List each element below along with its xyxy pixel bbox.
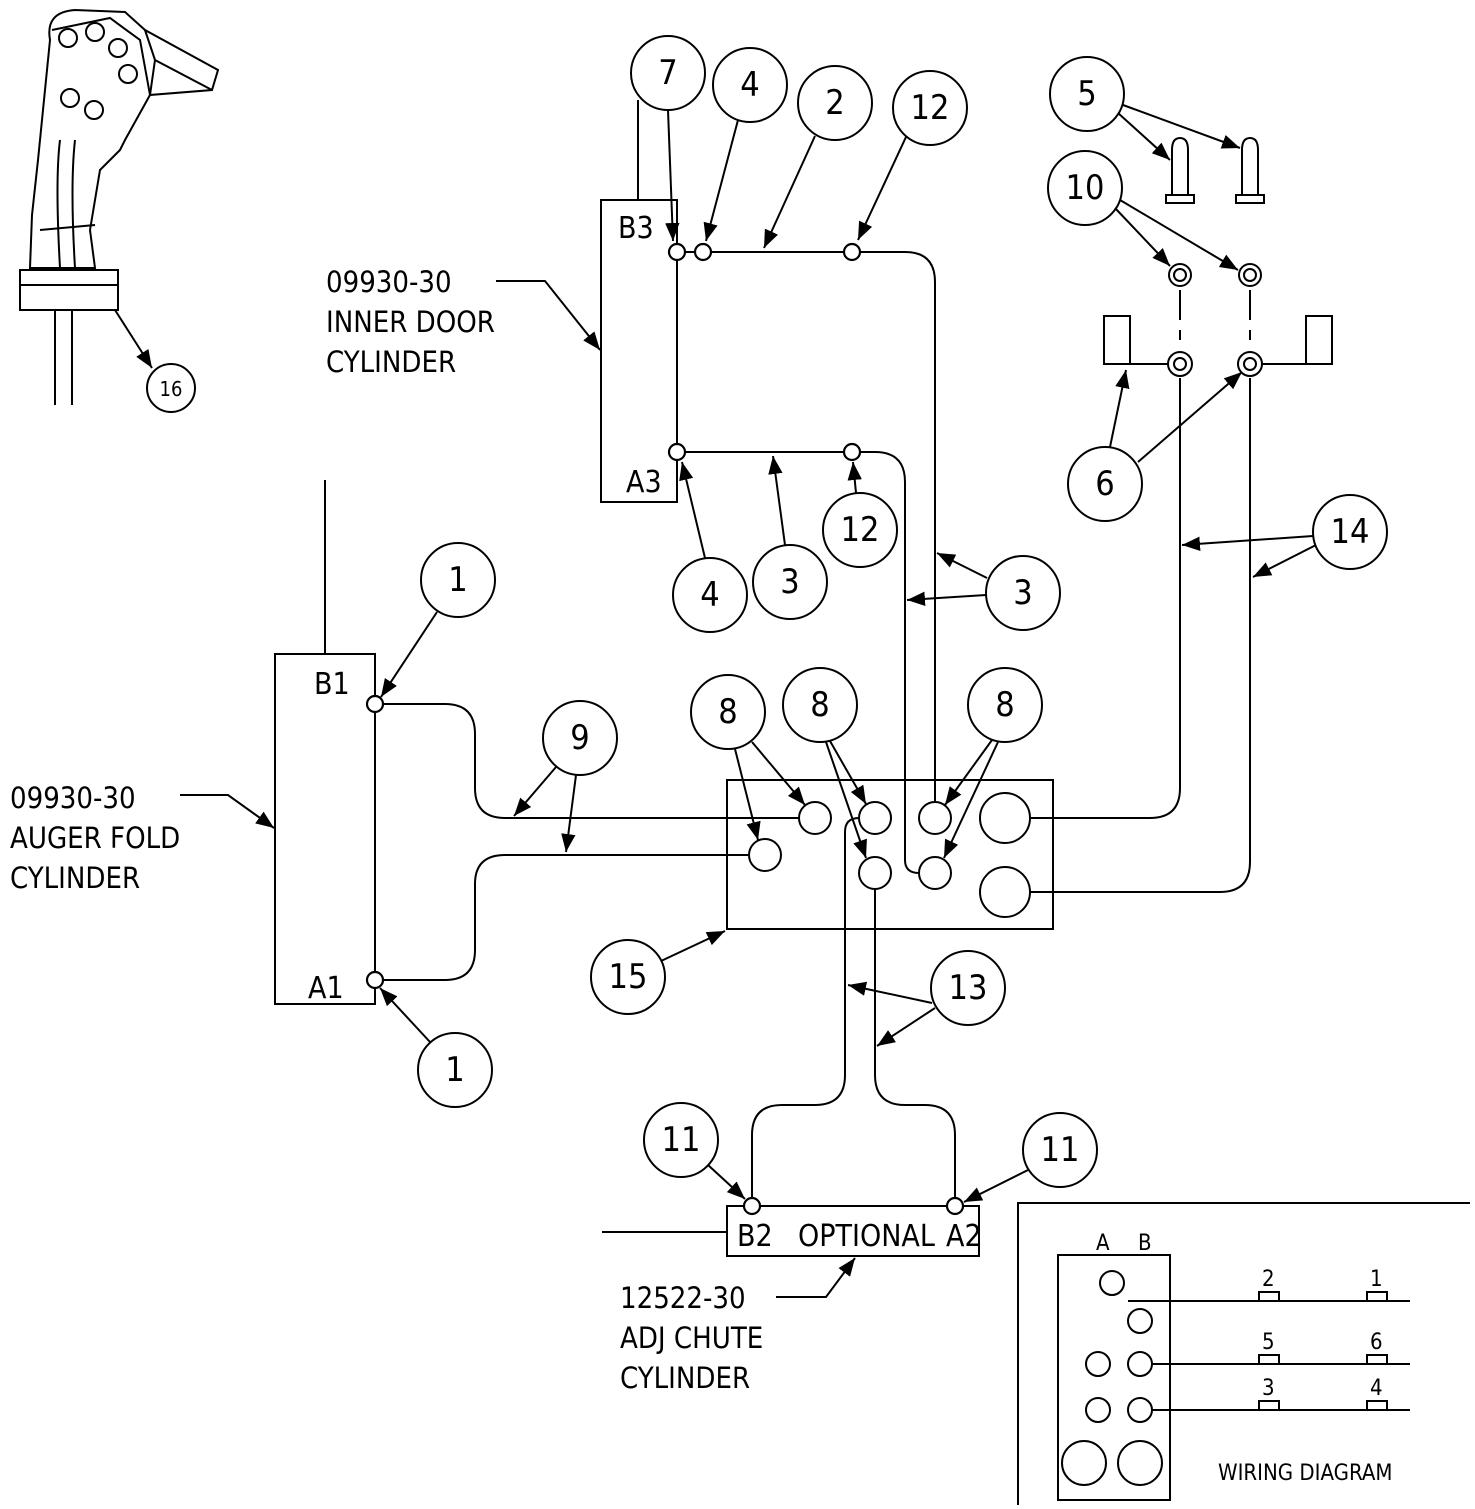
svg-text:16: 16	[160, 377, 183, 401]
svg-text:ADJ CHUTE: ADJ CHUTE	[620, 1321, 763, 1355]
svg-text:CYLINDER: CYLINDER	[326, 345, 456, 379]
valve-block	[726, 779, 1054, 930]
svg-text:12: 12	[841, 510, 880, 550]
wire-label-3: 3	[1262, 1376, 1275, 1401]
adj-chute-cylinder: B2 OPTIONAL A2	[602, 1205, 982, 1257]
svg-text:1: 1	[445, 1050, 464, 1090]
callout-3-mid: 3	[752, 455, 828, 620]
svg-text:3: 3	[780, 562, 799, 602]
svg-text:10: 10	[1066, 168, 1105, 208]
port-b1-label: B1	[314, 667, 350, 702]
svg-text:INNER DOOR: INNER DOOR	[326, 305, 495, 339]
port-a2-label: A2	[946, 1219, 982, 1254]
svg-text:13: 13	[949, 968, 988, 1008]
callout-12-mid: 12	[822, 461, 898, 568]
svg-text:11: 11	[1041, 1130, 1080, 1170]
port-b3-label: B3	[618, 211, 654, 246]
svg-text:7: 7	[658, 53, 677, 93]
ports	[365, 242, 965, 1216]
svg-text:15: 15	[609, 957, 648, 997]
wire-label-4: 4	[1370, 1376, 1383, 1401]
auger-fold-cylinder: B1 A1	[274, 480, 376, 1006]
auger-fold-cylinder-label: 09930-30 AUGER FOLD CYLINDER	[10, 781, 275, 895]
callout-8-c: 8	[943, 667, 1043, 859]
port-a3-label: A3	[626, 465, 662, 500]
svg-text:12: 12	[911, 88, 950, 128]
callout-2: 2	[763, 65, 873, 249]
svg-text:1: 1	[448, 560, 467, 600]
callout-5: 5	[1049, 56, 1241, 161]
callout-11-right: 11	[963, 1112, 1098, 1203]
svg-text:4: 4	[700, 575, 719, 615]
coupler-fitting-icon	[1168, 263, 1262, 287]
svg-text:CYLINDER: CYLINDER	[620, 1361, 750, 1395]
joystick-handle-icon	[19, 8, 220, 405]
svg-text:14: 14	[1331, 512, 1370, 552]
wire-label-2: 2	[1262, 1267, 1275, 1292]
wire-label-5: 5	[1262, 1330, 1275, 1355]
svg-text:8: 8	[995, 685, 1014, 725]
wiring-diagram-title: WIRING DIAGRAM	[1218, 1461, 1392, 1486]
callout-1-bottom: 1	[379, 987, 493, 1108]
callout-3-right: 3	[906, 552, 1061, 631]
callout-9: 9	[513, 700, 618, 853]
callout-12-top: 12	[857, 70, 968, 241]
svg-text:2: 2	[825, 83, 844, 123]
wire-label-6: 6	[1370, 1330, 1383, 1355]
svg-text:5: 5	[1077, 74, 1096, 114]
callout-8-b: 8	[782, 667, 867, 859]
svg-text:09930-30: 09930-30	[10, 781, 136, 815]
callout-13: 13	[847, 950, 1006, 1047]
callout-11-left: 11	[643, 1102, 746, 1200]
inner-door-cylinder: B3 A3	[600, 100, 678, 503]
adj-chute-cylinder-label: 12522-30 ADJ CHUTE CYLINDER	[620, 1257, 856, 1395]
port-a1-label: A1	[308, 971, 344, 1006]
callout-10: 10	[1047, 150, 1239, 271]
callout-7: 7	[630, 35, 706, 242]
column-a-label: A	[1096, 1231, 1110, 1256]
hoses	[375, 251, 1251, 1198]
svg-text:11: 11	[662, 1120, 701, 1160]
svg-text:9: 9	[570, 718, 589, 758]
svg-text:09930-30: 09930-30	[326, 265, 452, 299]
coupler-bracket-icon	[1103, 315, 1333, 377]
callout-14: 14	[1181, 494, 1388, 578]
dust-cap-icon	[1165, 136, 1265, 204]
callout-6: 6	[1067, 369, 1243, 522]
callout-4-top: 4	[703, 47, 788, 242]
optional-label: OPTIONAL	[798, 1219, 935, 1254]
callout-16: 16	[146, 363, 196, 413]
inner-door-cylinder-label: 09930-30 INNER DOOR CYLINDER	[326, 265, 601, 379]
wire-label-1: 1	[1370, 1267, 1383, 1292]
svg-text:CYLINDER: CYLINDER	[10, 861, 140, 895]
svg-text:12522-30: 12522-30	[620, 1281, 746, 1315]
svg-text:3: 3	[1013, 573, 1032, 613]
callout-15: 15	[590, 930, 726, 1015]
svg-text:6: 6	[1095, 464, 1114, 504]
column-b-label: B	[1138, 1231, 1152, 1256]
callout-1-top: 1	[380, 542, 496, 698]
callout-8-a: 8	[690, 674, 806, 841]
callout-4-mid: 4	[672, 461, 748, 633]
svg-text:AUGER FOLD: AUGER FOLD	[10, 821, 180, 855]
svg-text:4: 4	[740, 65, 759, 105]
svg-text:8: 8	[810, 685, 829, 725]
wiring-diagram-inset: A B 2 1 5 6 3 4 WIRING DIAGRAM	[1017, 1202, 1470, 1505]
svg-text:8: 8	[718, 692, 737, 732]
port-b2-label: B2	[737, 1219, 773, 1254]
